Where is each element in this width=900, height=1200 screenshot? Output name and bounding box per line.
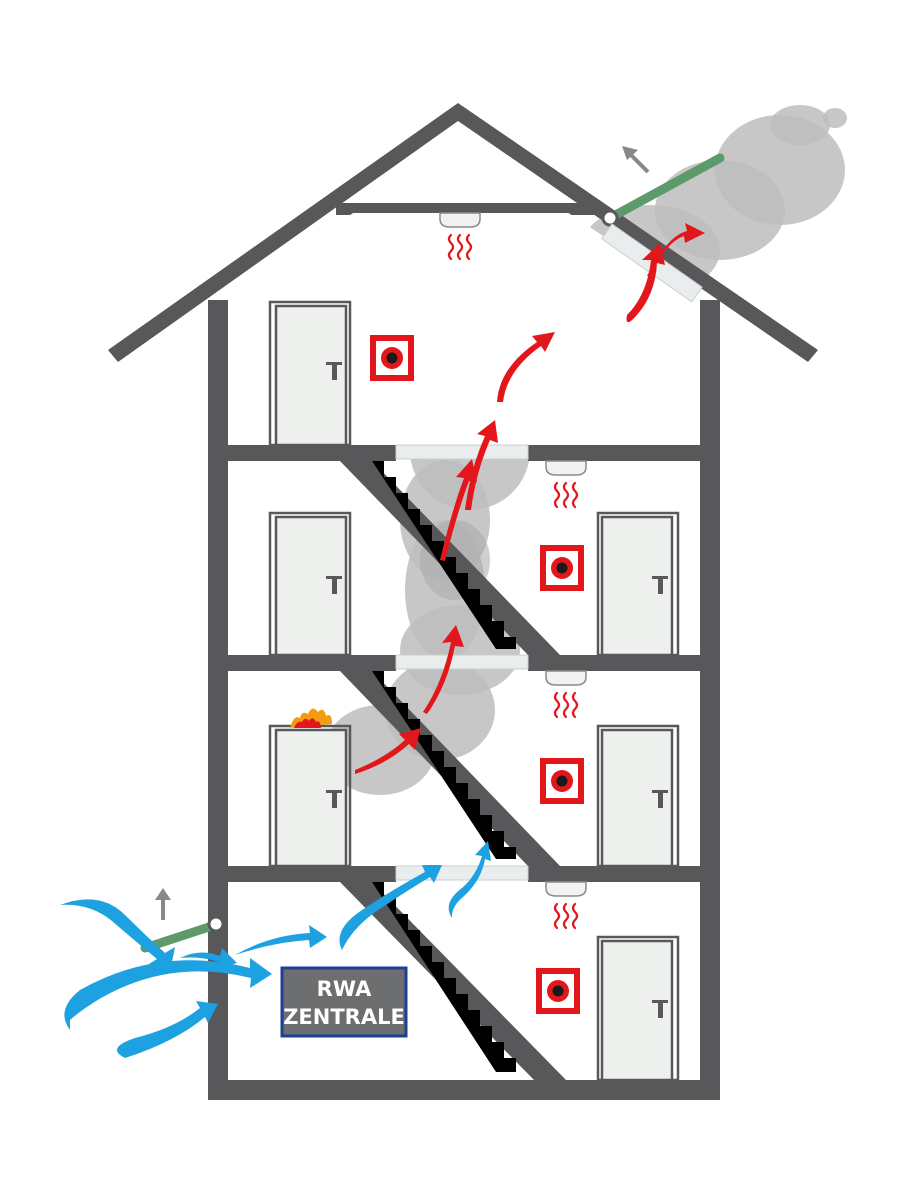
door xyxy=(596,724,680,868)
hot-air-flow xyxy=(355,223,705,774)
opening-direction-arrow xyxy=(622,146,650,174)
control-panel-label-line1: RWA xyxy=(317,977,372,1001)
manual-call-point-icon xyxy=(370,335,414,381)
door xyxy=(596,935,680,1082)
manual-call-point-icon xyxy=(540,758,584,804)
door xyxy=(268,724,352,868)
manual-call-point-icon xyxy=(536,968,580,1014)
smoke-detector-icon xyxy=(545,670,587,719)
door xyxy=(268,300,352,447)
door xyxy=(596,511,680,657)
door xyxy=(268,511,352,657)
fire-icon xyxy=(290,708,332,728)
opening-direction-arrow xyxy=(155,888,171,920)
building-outline xyxy=(108,103,818,1100)
rwa-control-panel: RWA ZENTRALE xyxy=(280,966,408,1038)
smoke-detector-icon xyxy=(545,881,587,930)
control-panel-label-line2: ZENTRALE xyxy=(283,1005,405,1029)
smoke-detector-icon xyxy=(439,212,481,261)
manual-call-point-icon xyxy=(540,545,584,591)
smoke-detector-icon xyxy=(545,460,587,509)
inlet-vent-flap xyxy=(140,915,225,953)
fresh-air-flow xyxy=(60,841,491,1058)
